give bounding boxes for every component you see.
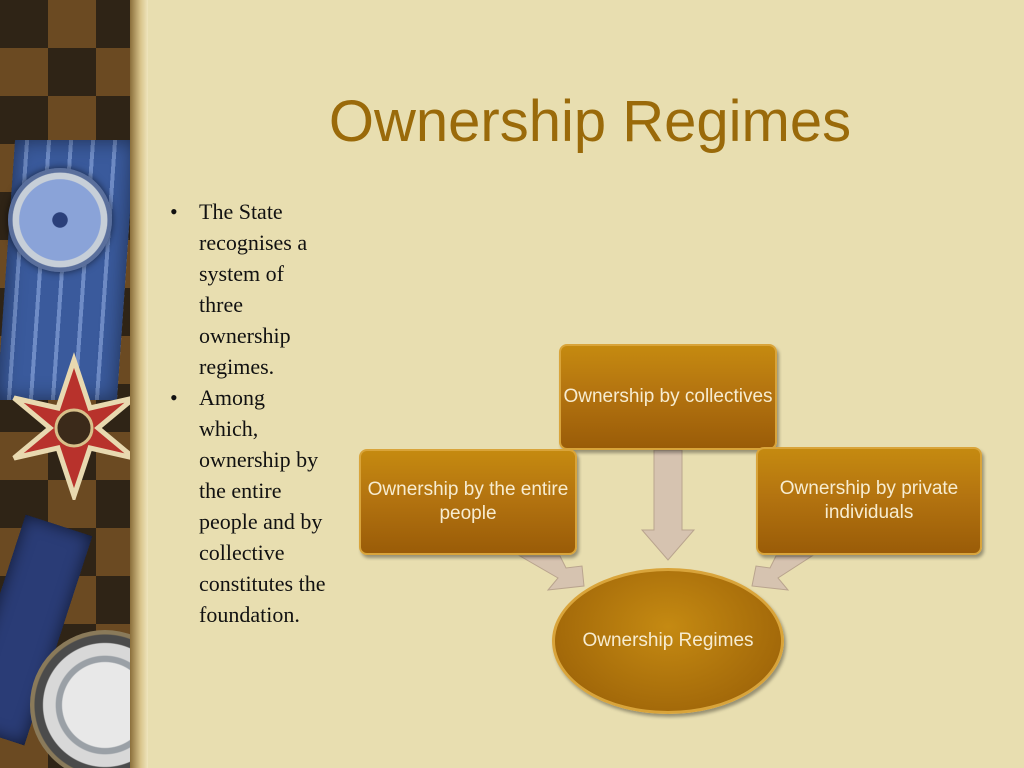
node-label: Ownership by the entire people — [367, 479, 569, 524]
medal-rosette — [8, 168, 112, 272]
node-label: Ownership by private individuals — [779, 478, 959, 523]
node-label: Ownership Regimes — [582, 630, 754, 651]
node-center: Ownership Regimes — [552, 568, 784, 714]
node-label: Ownership by collectives — [563, 386, 773, 407]
arrow-down — [640, 449, 696, 561]
bullet-text: The State recognises a system of three o… — [199, 199, 308, 379]
node-private-individuals: Ownership by private individuals — [756, 447, 982, 555]
arrow-right-in — [751, 555, 814, 591]
bullet-text: Among which, ownership by the entire peo… — [199, 385, 326, 627]
bullet-item: • The State recognises a system of three… — [168, 196, 328, 382]
image-edge — [130, 0, 148, 768]
decorative-side-image — [0, 0, 148, 768]
node-entire-people: Ownership by the entire people — [359, 449, 577, 555]
bullet-glyph: • — [170, 199, 178, 224]
slide-title: Ownership Regimes — [328, 89, 852, 154]
arrow-left-in — [518, 555, 585, 591]
bullet-list: • The State recognises a system of three… — [168, 196, 328, 630]
bullet-glyph: • — [170, 385, 178, 410]
node-collectives: Ownership by collectives — [559, 344, 777, 450]
bullet-item: • Among which, ownership by the entire p… — [168, 382, 328, 630]
compass-icon — [30, 630, 148, 768]
